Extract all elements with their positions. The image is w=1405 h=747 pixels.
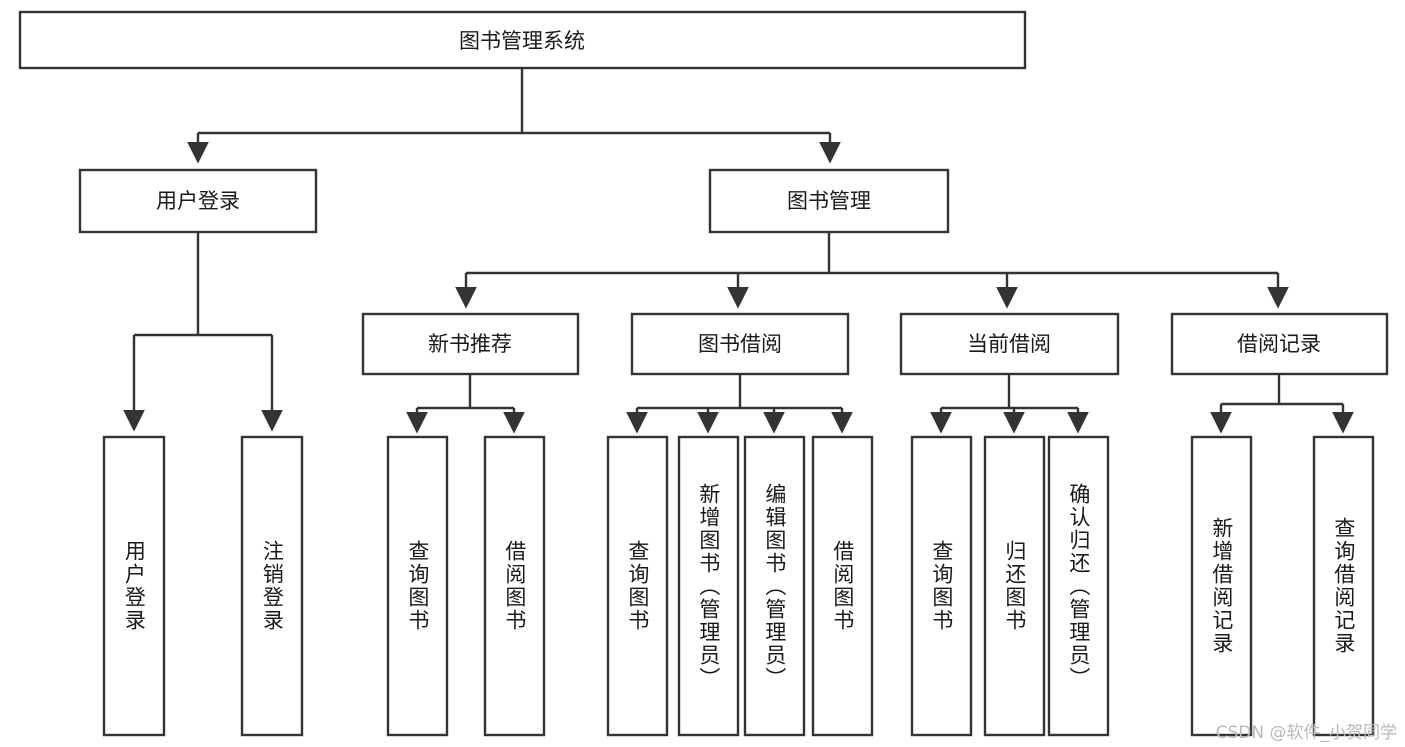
- node-user-login-label: 用户登录: [156, 189, 240, 213]
- leaf-add-record-box[interactable]: [1190, 435, 1253, 737]
- leaf-query-book-1-box[interactable]: [386, 435, 449, 737]
- node-new-book-recommend-label: 新书推荐: [428, 332, 512, 356]
- node-book-manage[interactable]: 图书管理: [708, 168, 950, 234]
- node-root-label: 图书管理系统: [459, 29, 585, 53]
- leaf-add-book-box[interactable]: [677, 435, 740, 737]
- node-book-manage-box[interactable]: [708, 168, 950, 234]
- leaf-borrow-book-2-box[interactable]: [811, 435, 874, 737]
- leaf-borrow-book-1-box[interactable]: [483, 435, 546, 737]
- node-current-borrow-box[interactable]: [899, 312, 1120, 376]
- node-new-book-recommend[interactable]: 新书推荐: [361, 312, 580, 376]
- node-book-borrow-label: 图书借阅: [698, 332, 782, 356]
- node-borrow-record-label: 借阅记录: [1237, 332, 1321, 356]
- node-new-book-recommend-box[interactable]: [361, 312, 580, 376]
- node-user-login[interactable]: 用户登录: [78, 168, 318, 234]
- leaf-user-login-box[interactable]: [102, 435, 166, 737]
- leaf-query-book-3-box[interactable]: [910, 435, 973, 737]
- connector-book-manage-to-level3: [455, 232, 1289, 309]
- leaf-return-book-box[interactable]: [983, 435, 1046, 737]
- node-borrow-record-box[interactable]: [1170, 312, 1389, 376]
- connector-book-borrow-to-leaves: [626, 374, 853, 434]
- leaf-query-record-box[interactable]: [1312, 435, 1375, 737]
- node-book-borrow-box[interactable]: [630, 312, 850, 376]
- node-root-box[interactable]: [18, 10, 1027, 70]
- connector-root-to-level2: [187, 68, 841, 164]
- connector-new-book-recommend-to-leaves: [406, 374, 525, 434]
- leaf-query-book-2-box[interactable]: [606, 435, 669, 737]
- leaf-edit-book-box[interactable]: [743, 435, 806, 737]
- connector-borrow-record-to-leaves: [1210, 374, 1354, 434]
- node-current-borrow[interactable]: 当前借阅: [899, 312, 1120, 376]
- node-borrow-record[interactable]: 借阅记录: [1170, 312, 1389, 376]
- leaf-boxes: [102, 435, 1375, 737]
- connector-user-login-to-leaves: [123, 232, 283, 432]
- node-book-borrow[interactable]: 图书借阅: [630, 312, 850, 376]
- node-book-manage-label: 图书管理: [787, 189, 871, 213]
- node-root[interactable]: 图书管理系统: [18, 10, 1027, 70]
- leaf-user-logout-box[interactable]: [240, 435, 304, 737]
- leaf-confirm-return-box[interactable]: [1047, 435, 1110, 737]
- connector-current-borrow-to-leaves: [930, 374, 1089, 434]
- csdn-watermark: CSDN @软件_小贺同学: [1215, 723, 1397, 743]
- node-current-borrow-label: 当前借阅: [967, 332, 1051, 356]
